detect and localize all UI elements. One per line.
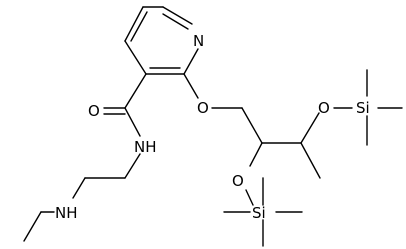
bond <box>124 107 141 137</box>
bond <box>162 13 189 30</box>
amide-oxygen-label: O <box>88 102 100 120</box>
amide-nh-label: NH <box>134 138 157 156</box>
amide-group <box>23 73 147 242</box>
bond <box>124 40 147 75</box>
pyridine-ring <box>124 6 199 75</box>
bond <box>124 153 141 179</box>
bond <box>241 107 263 144</box>
upper-silicon-label: Si <box>356 99 370 117</box>
bond <box>249 142 263 167</box>
bond <box>300 142 321 179</box>
bond <box>162 6 193 25</box>
bond <box>183 48 199 75</box>
bond <box>245 189 254 206</box>
lower-silyl-oxygen-label: O <box>232 172 244 190</box>
lower-silicon-label: Si <box>252 204 266 222</box>
ring-nitrogen-label: N <box>193 32 204 50</box>
bond <box>130 11 148 42</box>
bond <box>124 6 144 42</box>
bond <box>72 177 86 199</box>
ether-oxygen-label: O <box>197 99 209 117</box>
upper-silyl-oxygen-label: O <box>318 99 330 117</box>
amine-nh-label: NH <box>55 204 78 222</box>
bond <box>183 73 199 99</box>
ether-chain <box>183 73 321 179</box>
bond <box>124 73 147 109</box>
lower-trimethylsilyl <box>223 177 303 247</box>
upper-trimethylsilyl <box>333 69 403 146</box>
bond <box>300 112 320 144</box>
bond <box>23 211 42 242</box>
